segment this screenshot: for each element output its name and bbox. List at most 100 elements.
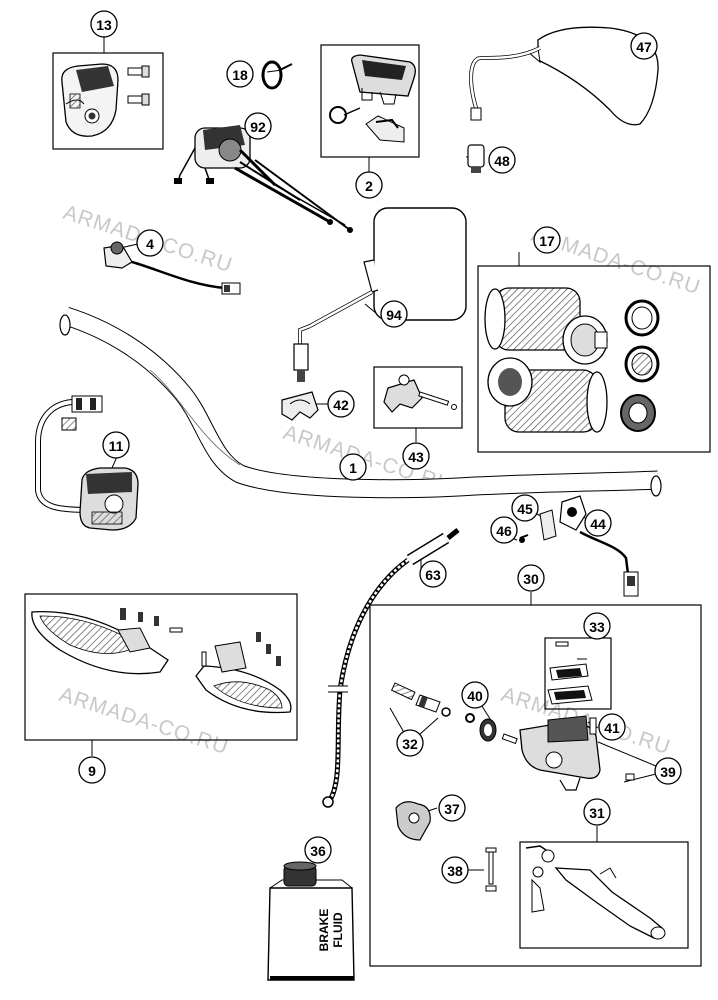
callout-number: 2 bbox=[365, 178, 373, 194]
callout-number: 1 bbox=[349, 460, 357, 476]
callout-number: 31 bbox=[589, 805, 605, 821]
boot-40 bbox=[479, 718, 518, 745]
callout-circle bbox=[517, 564, 545, 592]
callout-circle bbox=[102, 431, 130, 459]
callout-43: 43 bbox=[402, 442, 430, 470]
callout-11: 11 bbox=[102, 431, 130, 459]
callout-circle bbox=[396, 729, 424, 757]
callout-30: 30 bbox=[517, 564, 545, 592]
brake-fluid-bottle-36 bbox=[267, 861, 355, 981]
lever-31 bbox=[525, 845, 666, 940]
callout-number: 9 bbox=[88, 763, 96, 779]
callout-number: 32 bbox=[402, 736, 418, 752]
callout-44: 44 bbox=[584, 509, 612, 537]
group-box-13 bbox=[52, 52, 164, 150]
callout-circle bbox=[441, 856, 469, 884]
callout-number: 18 bbox=[232, 67, 248, 83]
callout-94: 94 bbox=[380, 300, 408, 328]
callout-32: 32 bbox=[396, 729, 424, 757]
callout-number: 46 bbox=[496, 523, 512, 539]
group-box-17 bbox=[477, 265, 711, 453]
callout-circle bbox=[244, 112, 272, 140]
throttle-housing-92 bbox=[174, 125, 353, 233]
switch-cover-2 bbox=[329, 54, 416, 143]
callout-2: 2 bbox=[355, 171, 383, 199]
callout-number: 11 bbox=[109, 438, 124, 454]
callout-circle bbox=[654, 757, 682, 785]
handlebar bbox=[59, 306, 662, 499]
callout-number: 40 bbox=[467, 688, 483, 704]
callout-number: 4 bbox=[146, 236, 154, 252]
callout-circle bbox=[90, 10, 118, 38]
callout-circle bbox=[136, 229, 164, 257]
group-box-2 bbox=[320, 44, 420, 158]
callout-number: 38 bbox=[447, 863, 463, 879]
mirror-47 bbox=[469, 26, 659, 126]
callout-circle bbox=[438, 794, 466, 822]
switch-housing-13 bbox=[61, 63, 150, 137]
callout-circle bbox=[598, 713, 626, 741]
callout-number: 48 bbox=[494, 153, 510, 169]
callout-63: 63 bbox=[419, 560, 447, 588]
callout-number: 94 bbox=[386, 307, 402, 323]
callout-1: 1 bbox=[339, 453, 367, 481]
bottle-label-line1: BRAKE bbox=[317, 909, 331, 952]
switch-11 bbox=[35, 395, 139, 531]
callout-46: 46 bbox=[490, 516, 518, 544]
callout-number: 41 bbox=[604, 720, 620, 736]
callout-circle bbox=[583, 612, 611, 640]
grips-17 bbox=[484, 287, 660, 433]
callout-42: 42 bbox=[327, 390, 355, 418]
callout-number: 37 bbox=[444, 801, 460, 817]
callout-number: 36 bbox=[310, 843, 326, 859]
callout-circle bbox=[78, 756, 106, 784]
watermark: ARMADA-CO.RU bbox=[56, 683, 231, 759]
callout-39: 39 bbox=[654, 757, 682, 785]
callout-circle bbox=[380, 300, 408, 328]
mirror-94 bbox=[293, 207, 467, 382]
clamp-43 bbox=[383, 374, 457, 413]
callout-circle bbox=[327, 390, 355, 418]
callout-number: 63 bbox=[425, 567, 441, 583]
callout-number: 44 bbox=[590, 516, 606, 532]
group-box-30 bbox=[369, 604, 702, 967]
callout-number: 17 bbox=[539, 233, 555, 249]
callout-9: 9 bbox=[78, 756, 106, 784]
callout-circle bbox=[583, 798, 611, 826]
kill-switch-44 bbox=[519, 495, 639, 597]
callout-36: 36 bbox=[304, 836, 332, 864]
cover-33 bbox=[547, 641, 593, 705]
cap-37 bbox=[395, 801, 431, 841]
group-box-9 bbox=[24, 593, 298, 741]
handguards-9 bbox=[31, 608, 292, 714]
callout-47: 47 bbox=[630, 32, 658, 60]
callout-number: 45 bbox=[517, 501, 533, 517]
callout-31: 31 bbox=[583, 798, 611, 826]
callout-number: 92 bbox=[250, 119, 266, 135]
bottle-label: BRAKE FLUID bbox=[317, 909, 345, 952]
callout-circle bbox=[461, 681, 489, 709]
callout-18: 18 bbox=[226, 60, 254, 88]
callout-4: 4 bbox=[136, 229, 164, 257]
callout-circle bbox=[630, 32, 658, 60]
callout-number: 30 bbox=[523, 571, 539, 587]
callout-number: 42 bbox=[333, 397, 349, 413]
callout-circle bbox=[584, 509, 612, 537]
callout-38: 38 bbox=[441, 856, 469, 884]
callout-17: 17 bbox=[533, 226, 561, 254]
callout-circle bbox=[402, 442, 430, 470]
callout-circle bbox=[533, 226, 561, 254]
callout-13: 13 bbox=[90, 10, 118, 38]
group-box-31 bbox=[519, 841, 689, 949]
callout-number: 33 bbox=[589, 619, 605, 635]
clutch-switch-4 bbox=[103, 241, 241, 295]
callout-circle bbox=[490, 516, 518, 544]
callouts: 13 18 92 2 47 48 4 94 17 11 42 43 1 45 44 46 63 30 33 9 40 41… bbox=[78, 10, 682, 884]
callout-circle bbox=[419, 560, 447, 588]
bottle-label-line2: FLUID bbox=[331, 912, 345, 948]
callout-37: 37 bbox=[438, 794, 466, 822]
callout-45: 45 bbox=[511, 494, 539, 522]
callout-40: 40 bbox=[461, 681, 489, 709]
callout-circle bbox=[488, 146, 516, 174]
